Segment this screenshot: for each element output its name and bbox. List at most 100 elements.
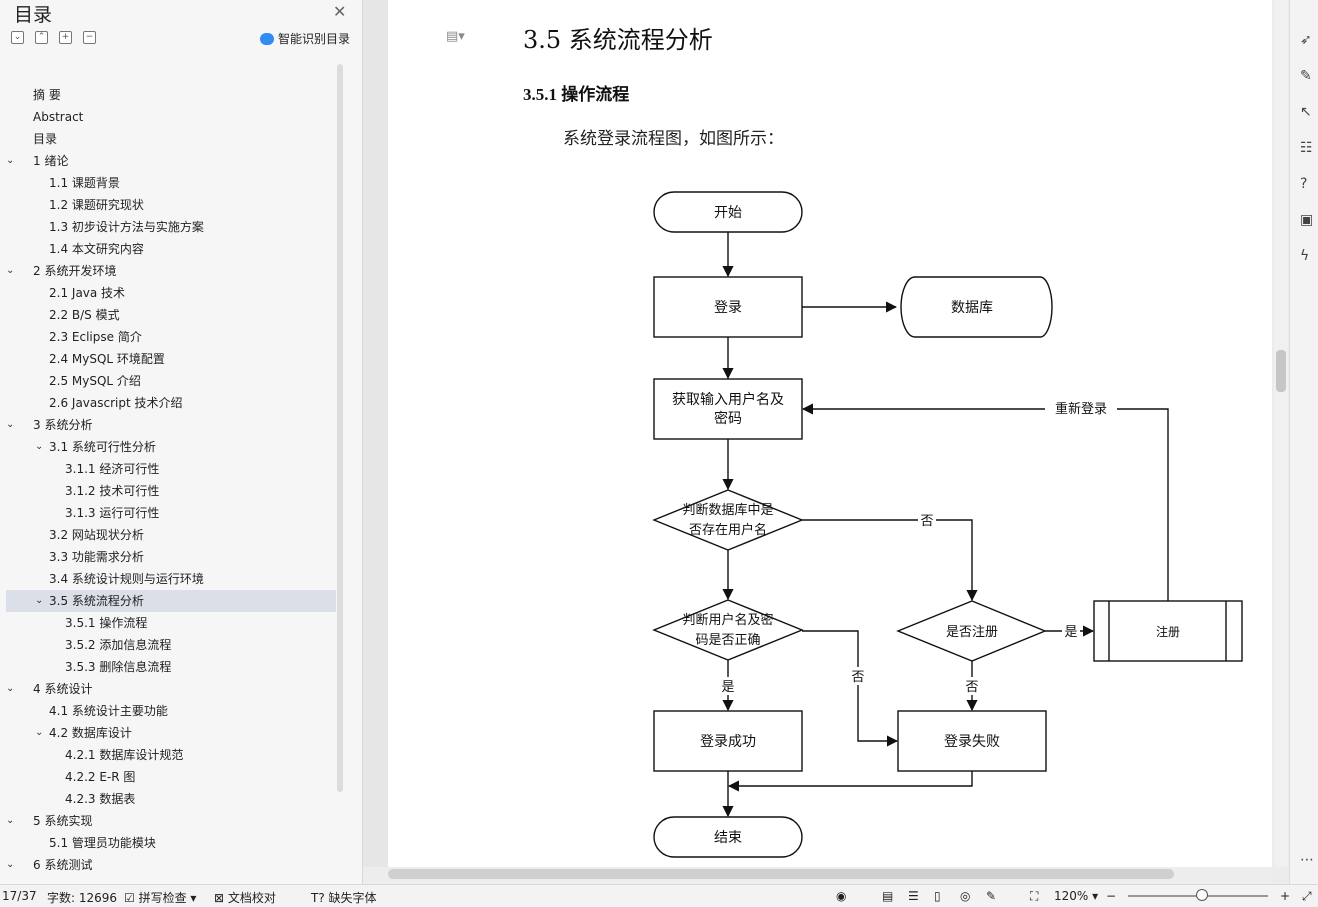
toc-item[interactable]: 3.3 功能需求分析 [6,546,336,568]
toc-item[interactable]: ⌄6 系统测试 [6,854,336,876]
word-count[interactable]: 字数: 12696 [47,891,118,905]
zoom-out-button[interactable]: − [1106,889,1117,903]
db-label: 数据库 [951,300,993,316]
toc-item[interactable]: 1.1 课题背景 [6,172,336,194]
toc-item[interactable]: 1.4 本文研究内容 [6,238,336,260]
bolt-icon[interactable]: ϟ [1300,248,1310,264]
toc-item[interactable]: 4.2.1 数据库设计规范 [6,744,336,766]
toc-item[interactable]: 2.4 MySQL 环境配置 [6,348,336,370]
toc-item[interactable]: 5.1 管理员功能模块 [6,832,336,854]
toc-item[interactable]: 2.5 MySQL 介绍 [6,370,336,392]
pen-icon[interactable]: ✎ [1300,68,1312,84]
toc-item[interactable]: ⌄3.5 系统流程分析 [6,590,336,612]
chevron-down-icon[interactable]: ⌄ [6,155,15,166]
toc-item[interactable]: 2.3 Eclipse 简介 [6,326,336,348]
database-node [900,276,1053,338]
fail-label: 登录失败 [944,734,1000,750]
chevron-down-icon[interactable]: ⌄ [35,727,44,738]
page-indicator[interactable]: 17/37 [2,889,37,903]
toc-item[interactable]: 4.2.3 数据表 [6,788,336,810]
toc-item[interactable]: 4.2.2 E-R 图 [6,766,336,788]
toc-title: 目录 [14,4,53,26]
status-bar: 17/37 字数: 12696 ☑ 拼写检查 ▾ ⊠ 文档校对 T? 缺失字体 … [0,884,1318,907]
toc-item[interactable]: 1.2 课题研究现状 [6,194,336,216]
toc-item[interactable]: ⌄3.1 系统可行性分析 [6,436,336,458]
rocket-icon[interactable]: ➶ [1300,32,1312,48]
toc-scrollbar[interactable] [337,64,343,792]
chevron-down-icon[interactable]: ⌄ [6,265,15,276]
cursor-icon[interactable]: ↖ [1300,104,1312,120]
smart-toc-button[interactable]: 智能识别目录 [260,30,350,47]
toc-item[interactable]: 目录 [6,128,336,150]
toc-item[interactable]: 4.1 系统设计主要功能 [6,700,336,722]
arrow-judge-register [802,519,978,602]
arrow-fail-merge [727,771,973,792]
toc-item[interactable]: 3.1.2 技术可行性 [6,480,336,502]
spell-check-button[interactable]: ☑ 拼写检查 ▾ [124,891,197,905]
fit-page-icon[interactable]: ⛶ [1030,889,1039,903]
image-icon[interactable]: ▣ [1300,212,1314,228]
chevron-down-icon[interactable]: ⌄ [35,595,44,606]
toc-item[interactable]: ⌄4 系统设计 [6,678,336,700]
vertical-scroll-thumb[interactable] [1276,350,1286,392]
toc-item[interactable]: 1.3 初步设计方法与实施方案 [6,216,336,238]
toc-item-label: 1 绪论 [33,154,69,168]
toc-item[interactable]: ⌄3 系统分析 [6,414,336,436]
toc-item-label: 目录 [33,132,58,146]
section-heading[interactable]: 3.5 系统流程分析 [523,26,713,54]
subsection-heading[interactable]: 3.5.1 操作流程 [523,85,630,104]
chevron-down-icon[interactable]: ⌄ [6,859,15,870]
toc-item[interactable]: 3.1.1 经济可行性 [6,458,336,480]
toc-item[interactable]: 2.1 Java 技术 [6,282,336,304]
eye-icon[interactable]: ◉ [836,889,847,903]
zoom-level[interactable]: 120% ▾ [1054,889,1099,903]
close-icon[interactable]: ✕ [333,2,347,21]
toc-item[interactable]: ⌄ 1 绪论 [6,150,336,172]
missing-font-button[interactable]: T? 缺失字体 [311,891,377,905]
vertical-scrollbar[interactable] [1274,0,1288,867]
toc-item-label: 3.1.1 经济可行性 [65,462,160,476]
arrow-relogin [801,403,1169,601]
toc-item[interactable]: 3.5.3 删除信息流程 [6,656,336,678]
remove-item-icon[interactable]: − [83,31,96,44]
web-view-icon[interactable]: ◎ [960,889,971,903]
toc-item[interactable]: 3.5.2 添加信息流程 [6,634,336,656]
chevron-down-icon[interactable]: ⌄ [35,441,44,452]
toc-item[interactable]: 3.5.1 操作流程 [6,612,336,634]
zoom-slider-knob[interactable] [1196,889,1208,901]
chevron-down-icon[interactable]: ⌄ [6,419,15,430]
fullscreen-icon[interactable]: ⤢ [1302,889,1312,903]
body-paragraph[interactable]: 系统登录流程图，如图所示： [563,129,784,148]
toc-item-label: 2 系统开发环境 [33,264,117,278]
no-label-pwd: 否 [851,670,864,685]
toc-item[interactable]: ⌄ 2 系统开发环境 [6,260,336,282]
toc-item[interactable]: ⌄5 系统实现 [6,810,336,832]
outline-view-icon[interactable]: ☰ [908,889,919,903]
collapse-all-icon[interactable]: ⌄ [11,31,24,44]
chevron-down-icon[interactable]: ⌄ [6,683,15,694]
more-icon[interactable]: ⋯ [1300,852,1314,868]
page-view-icon[interactable]: ▤ [882,889,894,903]
no-label-register: 否 [965,680,978,695]
toc-item[interactable]: 摘 要 [6,84,336,106]
chevron-down-icon[interactable]: ⌄ [6,815,15,826]
toc-item[interactable]: 3.2 网站现状分析 [6,524,336,546]
annotate-icon[interactable]: ✎ [986,889,997,903]
toc-item[interactable]: 2.2 B/S 模式 [6,304,336,326]
expand-up-icon[interactable]: ⌃ [35,31,48,44]
toc-item[interactable]: 3.4 系统设计规则与运行环境 [6,568,336,590]
help-icon[interactable]: ? [1300,176,1308,192]
toc-item[interactable]: 2.6 Javascript 技术介绍 [6,392,336,414]
horizontal-scroll-thumb[interactable] [388,869,1174,879]
toc-item[interactable]: Abstract [6,106,336,128]
document-icon[interactable]: ▤▾ [446,29,465,44]
zoom-in-button[interactable]: + [1280,889,1291,903]
add-item-icon[interactable]: + [59,31,72,44]
toc-item[interactable]: 3.1.3 运行可行性 [6,502,336,524]
no-label-1: 否 [920,514,933,529]
sliders-icon[interactable]: ☷ [1300,140,1313,156]
reading-view-icon[interactable]: ▯ [934,889,941,903]
toc-item-label: 摘 要 [33,88,61,102]
proofread-button[interactable]: ⊠ 文档校对 [214,891,276,905]
toc-item[interactable]: ⌄4.2 数据库设计 [6,722,336,744]
